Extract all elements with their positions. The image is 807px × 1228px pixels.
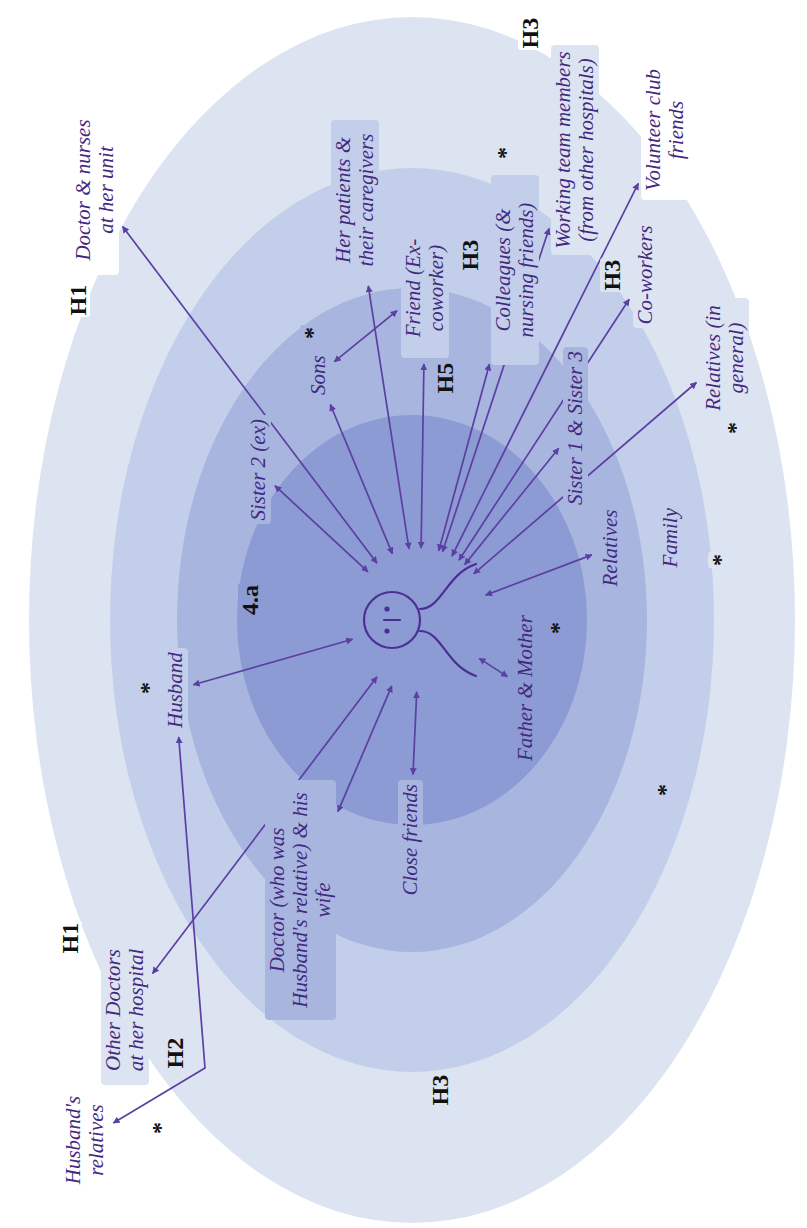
handwritten-label: Sister 1 & Sister 3: [563, 347, 588, 509]
label-text: Sons: [307, 355, 330, 395]
label-text: Sister 1 & Sister 3: [564, 351, 587, 505]
leader-arrow: [479, 658, 507, 676]
callout-code: 4.a: [238, 583, 262, 617]
leader-arrow: [421, 364, 424, 548]
label-text: Relatives: [599, 510, 622, 587]
label-text: Doctor & nurses at her unit: [72, 109, 118, 271]
leader-arrow: [486, 555, 592, 595]
handwritten-label: Family: [658, 504, 683, 571]
callout-code: H1: [58, 921, 82, 956]
callout-code: H2: [163, 1036, 187, 1071]
figure-shoulder: [420, 631, 476, 676]
handwritten-label: Her patients & their caregivers: [331, 120, 379, 280]
label-text: Sister 2 (ex): [247, 419, 270, 520]
person-figure: [364, 564, 476, 676]
figure-eye: [384, 628, 389, 633]
label-text: Husband's relatives: [62, 1089, 108, 1191]
second-ring: [177, 288, 647, 952]
callout-code: H3: [600, 258, 624, 293]
handwritten-label: Husband: [163, 648, 188, 732]
figure-nose: [384, 619, 400, 621]
label-text: Other Doctors at her hospital: [102, 939, 148, 1081]
handwritten-label: Other Doctors at her hospital: [101, 935, 149, 1085]
label-text: Husband: [164, 652, 187, 728]
outer-ring: [29, 17, 795, 1223]
callout-code: *: [136, 680, 160, 696]
callout-code: H3: [428, 1073, 452, 1108]
handwritten-label: Volunteer club friends: [641, 60, 689, 200]
handwritten-label: Doctor (who was Husband's relative) & hi…: [265, 780, 336, 1020]
label-text: Close friends: [399, 784, 422, 895]
figure-shoulder: [420, 564, 476, 609]
label-text: Colleagues (& nursing friends): [492, 179, 538, 361]
label-text: Co-workers: [634, 225, 657, 324]
handwritten-label: Working team members (from other hospita…: [551, 45, 599, 255]
connector-arrow: [334, 311, 397, 362]
handwritten-label: Relatives: [598, 506, 623, 591]
leader-arrow: [413, 692, 417, 775]
handwritten-label: Husband's relatives: [61, 1085, 109, 1195]
label-text: Father & Mother: [514, 615, 537, 761]
figure-eye: [384, 606, 389, 611]
callout-code: *: [546, 620, 570, 636]
label-text: Working team members (from other hospita…: [552, 49, 598, 251]
callout-code: *: [708, 552, 732, 568]
handwritten-label: Friend (Ex-coworker): [401, 218, 449, 358]
callout-code: H3: [458, 238, 482, 273]
label-text: Family: [659, 508, 682, 567]
third-ring: [110, 168, 714, 1072]
handwritten-label: Doctor & nurses at her unit: [71, 105, 119, 275]
handwritten-label: Father & Mother: [513, 611, 538, 765]
leader-arrow: [330, 405, 392, 554]
handwritten-label: Colleagues (& nursing friends): [491, 175, 539, 365]
callout-code: *: [148, 1120, 172, 1136]
handwritten-label: Close friends: [398, 780, 423, 899]
leader-arrow: [275, 486, 368, 572]
figure-head: [364, 592, 420, 648]
leader-arrow: [338, 686, 392, 812]
callout-code: *: [723, 420, 747, 436]
callout-code: *: [300, 325, 324, 341]
label-text: Volunteer club friends: [642, 64, 688, 196]
handwritten-label: Sons: [306, 351, 331, 399]
leader-arrow: [465, 448, 559, 564]
handwritten-label: Sister 2 (ex): [246, 415, 271, 524]
label-text: Doctor (who was Husband's relative) & hi…: [266, 784, 335, 1016]
leader-arrow: [193, 639, 352, 685]
label-text: Her patients & their caregivers: [332, 124, 378, 276]
callout-code: *: [493, 145, 517, 161]
handwritten-label: Relatives (in general): [701, 298, 749, 418]
leader-arrow: [452, 183, 638, 556]
figure-eyes: [384, 606, 389, 633]
callout-code: H1: [66, 283, 90, 318]
callout-code: H3: [518, 16, 542, 51]
label-text: Relatives (in general): [702, 302, 748, 414]
inner-ring: [237, 415, 587, 825]
callout-code: H5: [433, 361, 457, 396]
callout-code: *: [653, 782, 677, 798]
label-text: Friend (Ex-coworker): [402, 222, 448, 354]
handwritten-label: Co-workers: [633, 221, 658, 328]
